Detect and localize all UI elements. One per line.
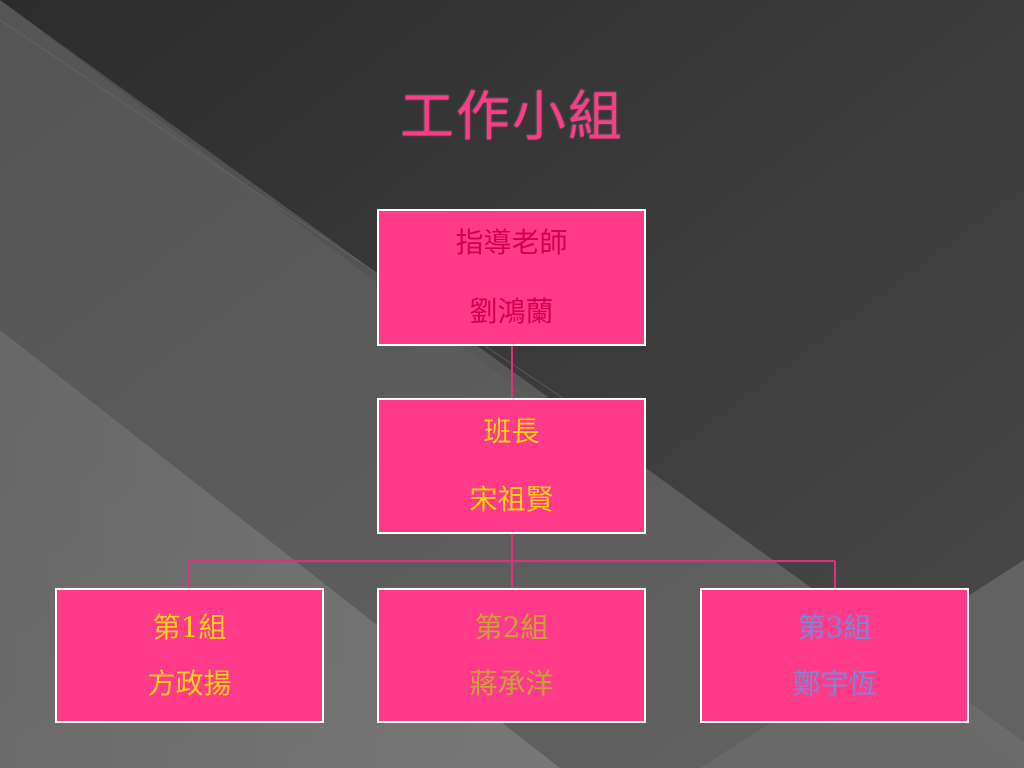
node-role: 第1組 [152,611,227,644]
org-node-group-1[interactable]: 第1組 方政揚 [55,588,324,723]
node-role: 指導老師 [455,226,568,259]
org-node-group-3[interactable]: 第3組 鄭宇恆 [700,588,969,723]
node-role: 第2組 [474,611,549,644]
node-role: 班長 [483,415,540,448]
node-name: 方政揚 [147,667,232,700]
node-name: 鄭宇恆 [792,667,877,700]
node-role: 第3組 [797,611,872,644]
slide-title: 工作小組 [400,85,624,148]
node-name: 蔣承洋 [469,667,554,700]
background-line [0,19,641,451]
node-name: 劉鴻蘭 [469,295,554,328]
node-name: 宋祖賢 [469,483,554,516]
org-node-teacher[interactable]: 指導老師 劉鴻蘭 [377,209,646,346]
org-node-leader[interactable]: 班長 宋祖賢 [377,398,646,534]
org-node-group-2[interactable]: 第2組 蔣承洋 [377,588,646,723]
